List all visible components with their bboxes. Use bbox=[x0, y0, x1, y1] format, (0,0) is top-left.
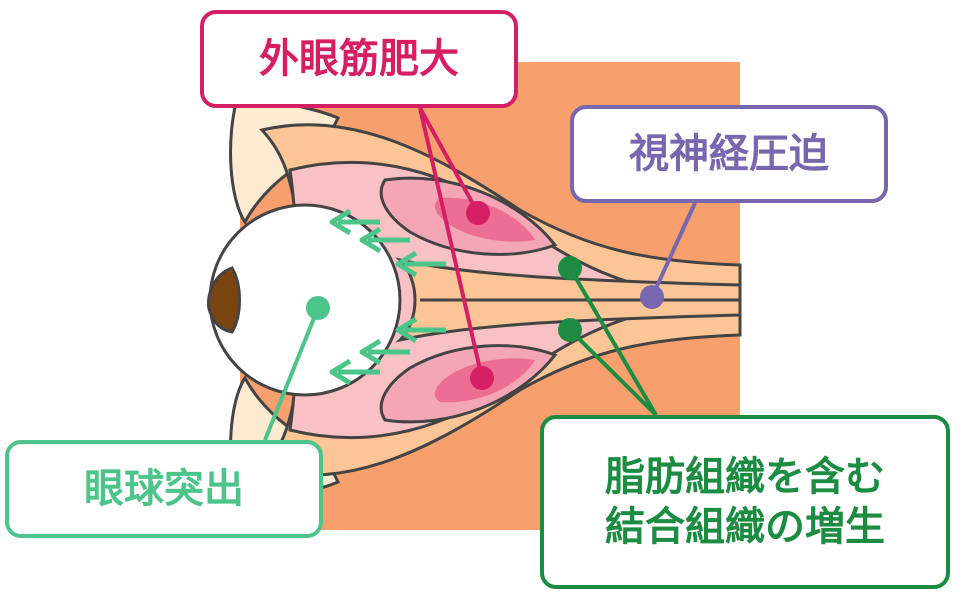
proptosis-label: 眼球突出 bbox=[5, 440, 323, 538]
muscle-connector-upper bbox=[418, 107, 480, 214]
proptosis-arrow-head-3 bbox=[395, 250, 418, 278]
muscle-connector-lower bbox=[418, 107, 484, 379]
fat-marker-upper bbox=[558, 256, 582, 280]
muscle-marker-upper bbox=[466, 201, 490, 225]
proptosis-arrow-head-1 bbox=[329, 208, 352, 236]
label-connectors bbox=[263, 107, 697, 441]
optic-nerve-compression-label: 視神経圧迫 bbox=[570, 105, 888, 203]
muscle-hypertrophy-label: 外眼筋肥大 bbox=[200, 10, 518, 108]
muscle-marker-lower bbox=[470, 366, 494, 390]
globe-connector bbox=[263, 307, 320, 441]
proptosis-arrow-head-6 bbox=[329, 358, 352, 386]
fat-connector-lower bbox=[568, 328, 658, 417]
proptosis-arrow-head-4 bbox=[395, 316, 418, 344]
proptosis-arrow-head-5 bbox=[359, 338, 382, 366]
globe-marker bbox=[306, 296, 330, 320]
iris bbox=[207, 266, 241, 334]
connective-tissue-proliferation-label: 脂肪組織を含む 結合組織の増生 bbox=[540, 415, 950, 589]
proptosis-arrow-head-2 bbox=[359, 226, 382, 254]
nerve-marker bbox=[640, 285, 664, 309]
proptosis-arrows bbox=[329, 208, 446, 386]
nerve-connector bbox=[650, 202, 697, 298]
fat-connector-upper bbox=[568, 266, 658, 417]
fat-marker-lower bbox=[558, 318, 582, 342]
